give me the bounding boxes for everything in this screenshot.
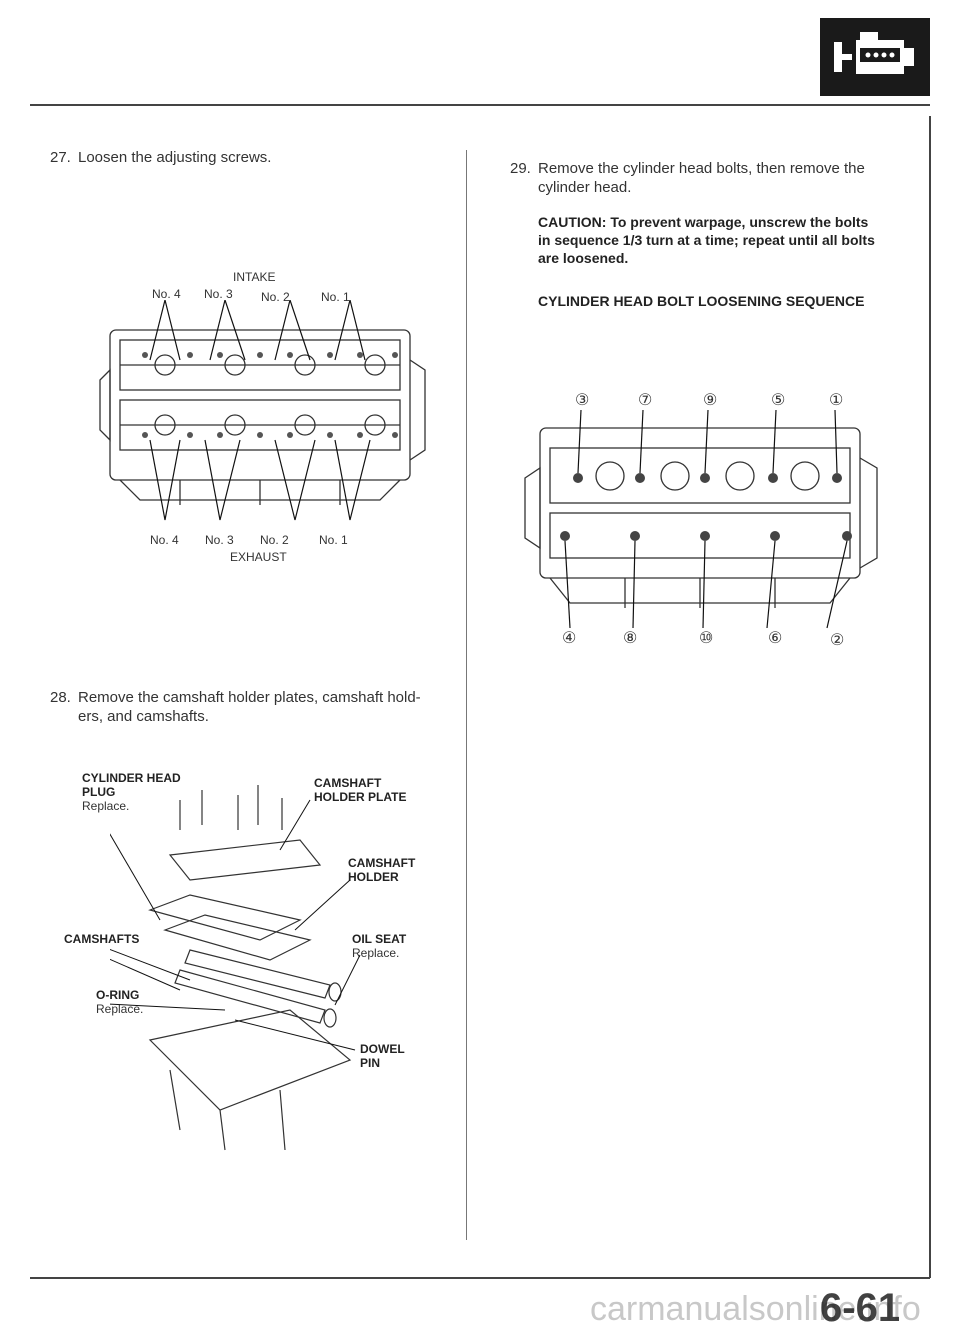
- bolt-seq-1: ①: [829, 392, 844, 409]
- oil-seal-line-2: Replace.: [352, 946, 400, 960]
- header-rule: [30, 104, 930, 106]
- plug-label-line-3: Replace.: [82, 799, 130, 813]
- intake-label: INTAKE: [233, 270, 276, 284]
- caution-line-2: in sequence 1/3 turn at a time; repeat u…: [538, 232, 875, 248]
- holder-plate-label: CAMSHAFT HOLDER PLATE: [314, 776, 406, 804]
- bolt-seq-10: ⑩: [699, 630, 714, 647]
- bolt-seq-7: ⑦: [638, 392, 653, 409]
- exhaust-no3: No. 3: [205, 533, 234, 547]
- bolt-seq-4: ④: [562, 630, 577, 647]
- intake-no2: No. 2: [261, 290, 290, 304]
- caution-line-1: CAUTION: To prevent warpage, unscrew the…: [538, 214, 869, 230]
- watermark: carmanualsonline.info: [590, 1290, 921, 1328]
- bolt-seq-6: ⑥: [768, 630, 783, 647]
- step-number: 28.: [50, 689, 71, 706]
- cylinder-head-illustration: [99, 300, 426, 521]
- camshafts-label: CAMSHAFTS: [64, 932, 140, 946]
- step-29: 29. Remove the cylinder head bolts, then …: [510, 159, 865, 197]
- intake-no1: No. 1: [321, 290, 350, 304]
- holder-plate-line-2: HOLDER PLATE: [314, 790, 407, 804]
- oil-seal-line-1: OIL SEAT: [352, 932, 407, 946]
- dowel-pin-line-2: PIN: [360, 1056, 381, 1070]
- bolt-seq-2: ②: [830, 632, 845, 649]
- step-number: 29.: [510, 160, 531, 177]
- footer-rule: [30, 1277, 930, 1279]
- exhaust-label: EXHAUST: [230, 550, 287, 564]
- step-27: 27. Loosen the adjusting screws.: [50, 148, 271, 167]
- page-number: 6-61: [820, 1286, 901, 1330]
- bolt-sequence-illustration: [524, 409, 878, 629]
- dowel-pin-label: DOWEL PIN: [360, 1042, 405, 1070]
- right-border: [929, 116, 931, 1278]
- o-ring-line-1: O-RING: [96, 988, 140, 1002]
- caution-line-3: are loosened.: [538, 250, 629, 266]
- bolt-seq-3: ③: [575, 392, 590, 409]
- step-text: Loosen the adjusting screws.: [78, 149, 272, 166]
- exhaust-no4: No. 4: [150, 533, 179, 547]
- intake-no4: No. 4: [152, 287, 181, 301]
- bolt-seq-9: ⑨: [703, 392, 718, 409]
- bolt-seq-5: ⑤: [771, 392, 786, 409]
- plug-label: CYLINDER HEAD PLUG Replace.: [82, 771, 181, 813]
- oil-seal-label: OIL SEAT Replace.: [352, 932, 406, 960]
- step-text-line-1: Remove the cylinder head bolts, then rem…: [538, 160, 865, 177]
- step-text-line-2: cylinder head.: [538, 179, 632, 196]
- dowel-pin-line-1: DOWEL: [360, 1042, 405, 1056]
- camshaft-holder-line-2: HOLDER: [348, 870, 399, 884]
- camshaft-exploded-illustration: [110, 785, 361, 1151]
- bolt-seq-8: ⑧: [623, 630, 638, 647]
- holder-plate-line-1: CAMSHAFT: [314, 776, 382, 790]
- caution-block: CAUTION: To prevent warpage, unscrew the…: [538, 213, 875, 267]
- exhaust-no1: No. 1: [319, 533, 348, 547]
- sequence-title: CYLINDER HEAD BOLT LOOSENING SEQUENCE: [538, 293, 865, 309]
- plug-label-line-2: PLUG: [82, 785, 116, 799]
- camshaft-holder-line-1: CAMSHAFT: [348, 856, 416, 870]
- step-text-line-1: Remove the camshaft holder plates, camsh…: [78, 689, 421, 706]
- step-number: 27.: [50, 149, 71, 166]
- engine-icon: [820, 18, 930, 96]
- plug-label-line-1: CYLINDER HEAD: [82, 771, 181, 785]
- exhaust-no2: No. 2: [260, 533, 289, 547]
- intake-no3: No. 3: [204, 287, 233, 301]
- column-divider: [466, 150, 467, 1240]
- step-text-line-2: ers, and camshafts.: [78, 708, 209, 725]
- step-28: 28. Remove the camshaft holder plates, ca…: [50, 688, 421, 726]
- camshaft-holder-label: CAMSHAFT HOLDER: [348, 856, 415, 884]
